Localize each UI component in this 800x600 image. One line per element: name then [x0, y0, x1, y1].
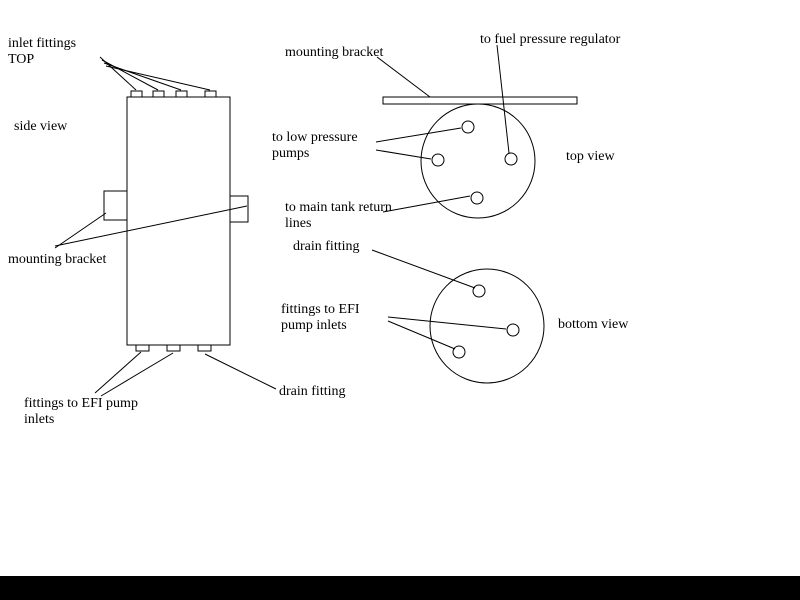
- right-mounting-bracket: [229, 195, 249, 223]
- label-top-view: top view: [566, 149, 615, 164]
- inlet-fitting-1: [130, 90, 143, 98]
- leader-drain-upper: [371, 249, 476, 289]
- leader-inlet-3: [103, 62, 182, 91]
- leader-main-tank-return: [382, 195, 471, 213]
- bottom-fitting-1: [135, 344, 150, 352]
- top-view-mounting-bracket: [382, 96, 578, 105]
- leader-efi-bottom-2: [100, 352, 174, 397]
- leader-bracket-right: [54, 205, 248, 247]
- label-fittings-to-efi-pump-inlets-mid: fittings to EFI pump inlets: [281, 302, 360, 334]
- left-mounting-bracket: [103, 190, 128, 221]
- leader-inlet-2: [101, 59, 159, 91]
- leader-efi-bottom-1: [94, 351, 142, 394]
- leader-fuel-regulator: [496, 44, 510, 154]
- bottom-fitting-2: [166, 344, 181, 352]
- leader-inlet-4: [105, 65, 211, 91]
- bottom-view-group: [371, 249, 545, 384]
- label-bottom-view: bottom view: [558, 317, 629, 332]
- leader-mounting-bracket-top: [376, 56, 431, 98]
- leader-bracket-left: [54, 212, 107, 249]
- label-side-view: side view: [14, 119, 68, 134]
- top-fitting-fuel-regulator: [504, 152, 518, 166]
- leader-efi-mid-2: [387, 320, 456, 350]
- label-to-low-pressure-pumps: to low pressure pumps: [272, 130, 358, 162]
- top-view-tank-outline: [420, 103, 536, 219]
- leader-low-pressure-2: [375, 149, 432, 160]
- inlet-fitting-2: [152, 90, 165, 98]
- bottom-black-bar: [0, 576, 800, 600]
- top-fitting-a: [461, 120, 475, 134]
- label-to-fuel-pressure-regulator: to fuel pressure regulator: [480, 32, 621, 47]
- bottom-fitting-3: [197, 344, 212, 352]
- top-fitting-return-line: [470, 191, 484, 205]
- bottom-fitting-efi-2: [452, 345, 466, 359]
- top-fitting-b: [431, 153, 445, 167]
- side-view-group: [54, 56, 277, 397]
- leader-drain-lower: [204, 353, 277, 390]
- top-view-group: [375, 44, 578, 219]
- leader-efi-mid-1: [387, 316, 507, 330]
- label-fittings-to-efi-pump-inlets-bottom: fittings to EFI pump inlets: [24, 396, 138, 428]
- bottom-fitting-drain: [472, 284, 486, 298]
- label-drain-fitting-lower: drain fitting: [279, 384, 346, 399]
- label-mounting-bracket-top: mounting bracket: [285, 45, 384, 60]
- tank-body: [126, 96, 231, 346]
- label-inlet-fittings-top: inlet fittings TOP: [8, 36, 77, 68]
- inlet-fitting-3: [175, 90, 188, 98]
- inlet-fitting-4: [204, 90, 217, 98]
- label-drain-fitting-upper: drain fitting: [293, 239, 360, 254]
- leader-low-pressure-1: [375, 127, 462, 143]
- label-mounting-bracket-side: mounting bracket: [8, 252, 107, 267]
- bottom-fitting-efi-1: [506, 323, 520, 337]
- label-to-main-tank-return-lines: to main tank return lines: [285, 200, 392, 232]
- bottom-view-tank-outline: [429, 268, 545, 384]
